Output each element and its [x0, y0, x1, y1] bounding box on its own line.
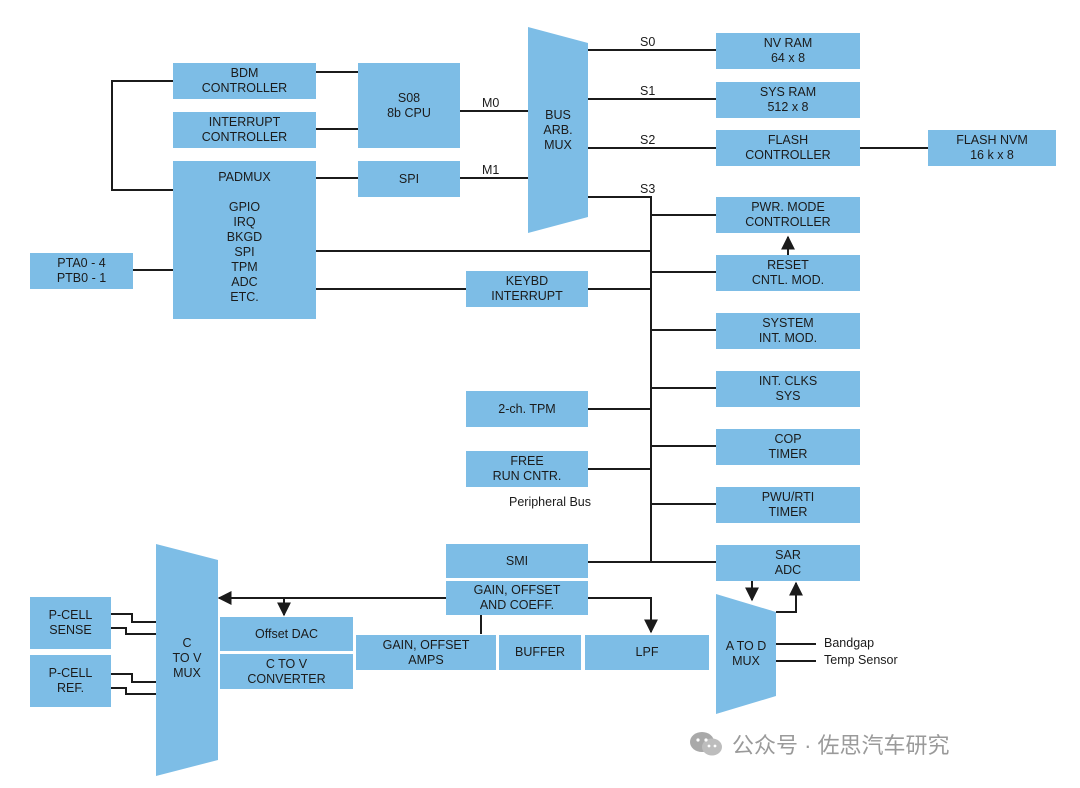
sys-ram: SYS RAM 512 x 8	[716, 82, 860, 118]
label-bandgap: Bandgap	[824, 636, 875, 650]
keybd-interrupt: KEYBD INTERRUPT	[466, 271, 588, 307]
label-s0: S0	[640, 35, 656, 49]
pwr-mode-controller: PWR. MODE CONTROLLER	[716, 197, 860, 233]
cop-timer: COP TIMER	[716, 429, 860, 465]
watermark: 公众号 · 佐思汽车研究	[688, 728, 950, 760]
label-s1: S1	[640, 84, 656, 98]
buffer: BUFFER	[499, 635, 581, 670]
tpm-2ch: 2-ch. TPM	[466, 391, 588, 427]
pwu-rti-timer: PWU/RTI TIMER	[716, 487, 860, 523]
smi: SMI	[446, 544, 588, 578]
label-peripheral-bus: Peripheral Bus	[509, 495, 591, 509]
a-to-d-mux: A TO D MUX	[725, 639, 767, 668]
reset-control-module: RESET CNTL. MOD.	[716, 255, 860, 291]
gain-offset-amps: GAIN, OFFSET AMPS	[356, 635, 496, 670]
gain-offset-coeff: GAIN, OFFSET AND COEFF.	[446, 581, 588, 615]
c-to-v-mux: C TO V MUX	[172, 635, 202, 680]
padmux: PADMUX GPIO IRQ BKGD SPI TPM ADC ETC.	[173, 161, 316, 319]
spi-block: SPI	[358, 161, 460, 197]
bus-arb-mux-shape	[528, 27, 588, 233]
offset-dac: Offset DAC	[220, 617, 353, 651]
bus-arb-mux: BUS ARB. MUX	[543, 107, 573, 152]
c-to-v-converter: C TO V CONVERTER	[220, 654, 353, 689]
sar-adc: SAR ADC	[716, 545, 860, 581]
pta-ptb-pins: PTA0 - 4 PTB0 - 1	[30, 253, 133, 289]
cpu: S08 8b CPU	[358, 63, 460, 148]
bdm-controller: BDM CONTROLLER	[173, 63, 316, 99]
label-s3: S3	[640, 182, 656, 196]
a-to-d-mux-shape	[716, 594, 776, 714]
int-clks-sys: INT. CLKS SYS	[716, 371, 860, 407]
label-m0: M0	[482, 96, 500, 110]
p-cell-ref: P-CELL REF.	[30, 655, 111, 707]
label-s2: S2	[640, 133, 656, 147]
label-temp-sensor: Temp Sensor	[824, 653, 898, 667]
interrupt-controller: INTERRUPT CONTROLLER	[173, 112, 316, 148]
free-run-counter: FREE RUN CNTR.	[466, 451, 588, 487]
lpf: LPF	[585, 635, 709, 670]
flash-nvm: FLASH NVM 16 k x 8	[928, 130, 1056, 166]
p-cell-sense: P-CELL SENSE	[30, 597, 111, 649]
label-m1: M1	[482, 163, 500, 177]
c-to-v-mux-shape	[156, 544, 218, 776]
nv-ram: NV RAM 64 x 8	[716, 33, 860, 69]
watermark-text: 公众号 · 佐思汽车研究	[732, 733, 950, 758]
system-int-module: SYSTEM INT. MOD.	[716, 313, 860, 349]
flash-controller: FLASH CONTROLLER	[716, 130, 860, 166]
wechat-icon	[690, 732, 722, 756]
